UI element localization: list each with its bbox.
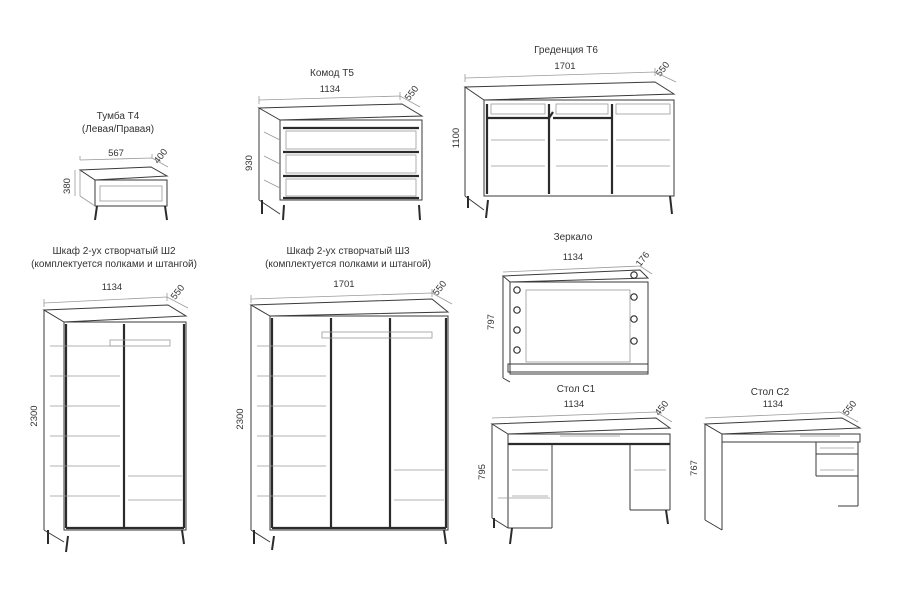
tumba-subtitle: (Левая/Правая) bbox=[82, 124, 154, 135]
tumba-title: Тумба Т4 bbox=[97, 110, 140, 122]
shkaf3-width: 1701 bbox=[333, 279, 354, 290]
komod-drawing bbox=[257, 92, 424, 221]
zerkalo-title: Зеркало bbox=[554, 232, 593, 243]
item-komod-t5: Комод Т5 1134 550 930 bbox=[244, 68, 424, 221]
shkaf2-subtitle: (комплектуется полками и штангой) bbox=[31, 259, 197, 270]
item-stol-s2: Стол С2 1134 550 767 bbox=[689, 387, 862, 531]
zerkalo-drawing bbox=[501, 265, 653, 383]
item-shkaf-sh2: Шкаф 2-ух створчатый Ш2 (комплектуется п… bbox=[29, 245, 197, 553]
komod-title: Комод Т5 bbox=[310, 68, 354, 79]
shkaf3-depth: 550 bbox=[431, 279, 449, 298]
tumba-width: 567 bbox=[108, 148, 124, 159]
item-zerkalo: Зеркало 1134 176 797 bbox=[486, 232, 653, 383]
stol1-drawing bbox=[490, 411, 673, 545]
shkaf3-subtitle: (комплектуется полками и штангой) bbox=[265, 259, 431, 270]
stol1-depth: 450 bbox=[653, 399, 671, 418]
tumba-drawing bbox=[74, 154, 169, 221]
gredenciya-width: 1701 bbox=[554, 61, 575, 72]
stol1-title: Стол С1 bbox=[557, 384, 596, 395]
zerkalo-height: 797 bbox=[486, 314, 497, 330]
zerkalo-width: 1134 bbox=[563, 252, 583, 263]
item-shkaf-sh3: Шкаф 2-ух створчатый Ш3 (комплектуется п… bbox=[235, 245, 453, 551]
tumba-height: 380 bbox=[62, 178, 73, 194]
komod-width: 1134 bbox=[320, 84, 340, 95]
stol2-width: 1134 bbox=[763, 399, 783, 410]
gredenciya-title: Греденция Т6 bbox=[534, 45, 598, 56]
shkaf3-title: Шкаф 2-ух створчатый Ш3 bbox=[286, 245, 410, 257]
shkaf2-drawing bbox=[42, 293, 189, 553]
item-tumba-t4: Тумба Т4 (Левая/Правая) 567 400 380 bbox=[62, 110, 170, 221]
stol1-height: 795 bbox=[477, 464, 488, 480]
stol2-depth: 550 bbox=[841, 399, 859, 418]
item-stol-s1: Стол С1 1134 450 795 bbox=[477, 384, 673, 545]
shkaf2-height: 2300 bbox=[29, 405, 40, 426]
shkaf2-width: 1134 bbox=[102, 282, 122, 293]
gredenciya-drawing bbox=[463, 68, 677, 219]
stol2-drawing bbox=[703, 411, 862, 531]
shkaf3-height: 2300 bbox=[235, 408, 246, 429]
shkaf3-drawing bbox=[249, 289, 453, 551]
komod-height: 930 bbox=[244, 155, 255, 171]
gredenciya-height: 1100 bbox=[451, 128, 462, 148]
komod-depth: 550 bbox=[403, 84, 421, 103]
shkaf2-title: Шкаф 2-ух створчатый Ш2 bbox=[52, 245, 176, 257]
stol2-height: 767 bbox=[689, 460, 700, 476]
stol1-width: 1134 bbox=[564, 399, 584, 410]
stol2-title: Стол С2 bbox=[751, 387, 790, 398]
item-gredenciya-t6: Греденция Т6 1701 550 1100 bbox=[451, 45, 677, 219]
